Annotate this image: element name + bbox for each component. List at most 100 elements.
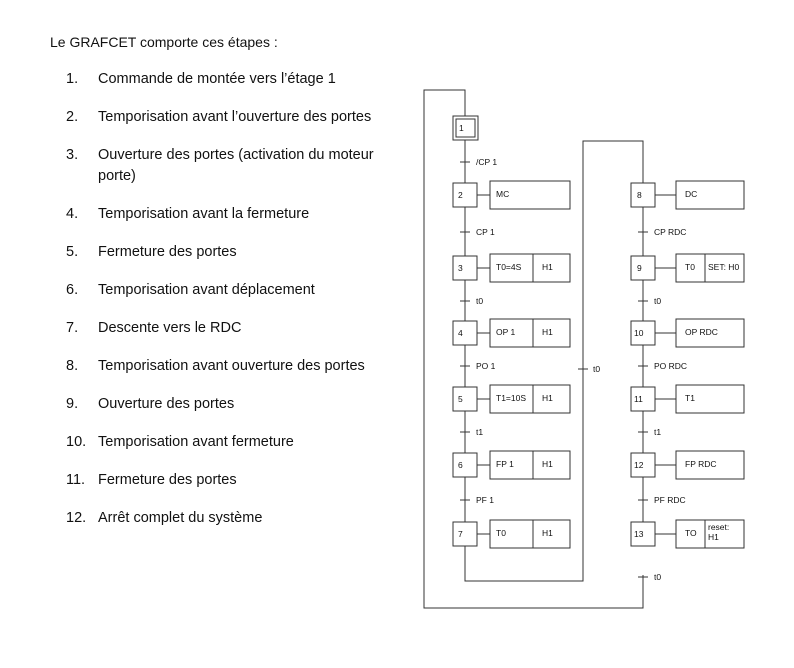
step-number: 12 bbox=[634, 460, 644, 470]
item-number: 3. bbox=[66, 147, 79, 163]
item-number: 1. bbox=[66, 71, 79, 87]
item-number: 11. bbox=[66, 472, 86, 488]
step-box bbox=[452, 386, 478, 412]
action-box bbox=[489, 384, 571, 414]
action-box bbox=[489, 519, 571, 549]
intro-text: Le GRAFCET comporte ces étapes : bbox=[50, 34, 278, 50]
list-item: 4.Temporisation avant la fermeture bbox=[66, 204, 386, 225]
item-number: 12. bbox=[66, 510, 87, 526]
action-label: T1=10S bbox=[496, 393, 526, 403]
step-box bbox=[452, 521, 478, 547]
step-number: 8 bbox=[637, 190, 642, 200]
list-item: 10. Temporisation avant fermeture bbox=[66, 432, 386, 453]
list-item: 5. Fermeture des portes bbox=[66, 242, 386, 263]
step-box bbox=[630, 255, 656, 281]
item-text: Temporisation avant ouverture des portes bbox=[98, 358, 365, 374]
item-number: 8. bbox=[66, 358, 79, 374]
item-text: Arrêt complet du système bbox=[98, 510, 263, 526]
item-number: 7. bbox=[66, 320, 79, 336]
step-box bbox=[452, 182, 478, 208]
list-item: 6. Temporisation avant déplacement bbox=[66, 280, 386, 301]
step-number: 7 bbox=[458, 529, 463, 539]
action-box bbox=[489, 253, 571, 283]
transition-label: t0 bbox=[654, 296, 661, 306]
action-box bbox=[675, 450, 745, 480]
item-text: Ouverture des portes (activation du mote… bbox=[98, 147, 374, 184]
action-box bbox=[489, 450, 571, 480]
step-number: 11 bbox=[634, 394, 643, 404]
transition-label: /CP 1 bbox=[476, 157, 497, 167]
steps-list: 1. Commande de montée vers l’étage 1 2. Te… bbox=[66, 69, 386, 546]
action-box bbox=[675, 253, 745, 283]
step-number: 3 bbox=[458, 263, 463, 273]
transition-label: PO 1 bbox=[476, 361, 496, 371]
action-label: MC bbox=[496, 189, 509, 199]
link-transition-label: t0 bbox=[593, 364, 600, 374]
action-label: H1 bbox=[542, 393, 553, 403]
item-number: 2. bbox=[66, 109, 79, 125]
step-box bbox=[630, 521, 656, 547]
list-item: 7.Descente vers le RDC bbox=[66, 318, 386, 339]
action-label: H1 bbox=[542, 459, 553, 469]
action-label: T0=4S bbox=[496, 262, 522, 272]
item-number: 9. bbox=[66, 396, 79, 412]
transition-label: t0 bbox=[476, 296, 483, 306]
step-number: 2 bbox=[458, 190, 463, 200]
action-box bbox=[675, 384, 745, 414]
list-item: 11. Fermeture des portes bbox=[66, 470, 386, 491]
action-label: H1 bbox=[708, 532, 719, 542]
step-number: 5 bbox=[458, 394, 463, 404]
item-number: 4. bbox=[66, 206, 79, 222]
action-label: H1 bbox=[542, 262, 553, 272]
transition-label: t0 bbox=[654, 572, 661, 582]
loop-return-line bbox=[423, 89, 644, 609]
item-number: 5. bbox=[66, 244, 79, 260]
list-item: 9. Ouverture des portes bbox=[66, 394, 386, 415]
action-box bbox=[489, 180, 571, 210]
action-label: H1 bbox=[542, 528, 553, 538]
action-label: T1 bbox=[685, 393, 695, 403]
action-label: OP RDC bbox=[685, 327, 718, 337]
action-box bbox=[675, 519, 745, 549]
step-number: 9 bbox=[637, 263, 642, 273]
item-text: Commande de montée vers l’étage 1 bbox=[98, 71, 336, 87]
action-label: TO bbox=[685, 528, 697, 538]
transition-label: CP RDC bbox=[654, 227, 686, 237]
list-item: 12. Arrêt complet du système bbox=[66, 508, 386, 529]
transition-label: CP 1 bbox=[476, 227, 495, 237]
transition-label: PO RDC bbox=[654, 361, 687, 371]
action-box bbox=[489, 318, 571, 348]
action-label: H1 bbox=[542, 327, 553, 337]
item-text: Temporisation avant déplacement bbox=[98, 282, 315, 298]
item-text: Temporisation avant l’ouverture des port… bbox=[98, 109, 372, 125]
transition-label: PF RDC bbox=[654, 495, 686, 505]
transition-label: t1 bbox=[654, 427, 661, 437]
transition-label: PF 1 bbox=[476, 495, 494, 505]
item-text: Ouverture des portes bbox=[98, 396, 235, 412]
step-box bbox=[452, 255, 478, 281]
link-line bbox=[464, 140, 644, 582]
step-number: 13 bbox=[634, 529, 644, 539]
step-box bbox=[630, 386, 656, 412]
step-number: 4 bbox=[458, 328, 463, 338]
action-box bbox=[675, 180, 745, 210]
step-box bbox=[630, 182, 656, 208]
initial-step-inner bbox=[455, 118, 476, 138]
action-label: SET: H0 bbox=[708, 262, 739, 272]
item-text: Fermeture des portes bbox=[98, 244, 237, 260]
initial-step-label: 1 bbox=[459, 123, 464, 133]
action-box bbox=[675, 318, 745, 348]
step-number: 6 bbox=[458, 460, 463, 470]
item-number: 6. bbox=[66, 282, 79, 298]
item-number: 10. bbox=[66, 434, 87, 450]
step-box bbox=[452, 320, 478, 346]
action-label: OP 1 bbox=[496, 327, 515, 337]
action-label: reset: bbox=[708, 522, 729, 532]
step-box bbox=[452, 452, 478, 478]
initial-step: 1 bbox=[452, 115, 479, 141]
item-text: Temporisation avant fermeture bbox=[98, 434, 294, 450]
item-text: Fermeture des portes bbox=[98, 472, 237, 488]
list-item: 1. Commande de montée vers l’étage 1 bbox=[66, 69, 386, 90]
list-item: 8. Temporisation avant ouverture des port… bbox=[66, 356, 386, 377]
